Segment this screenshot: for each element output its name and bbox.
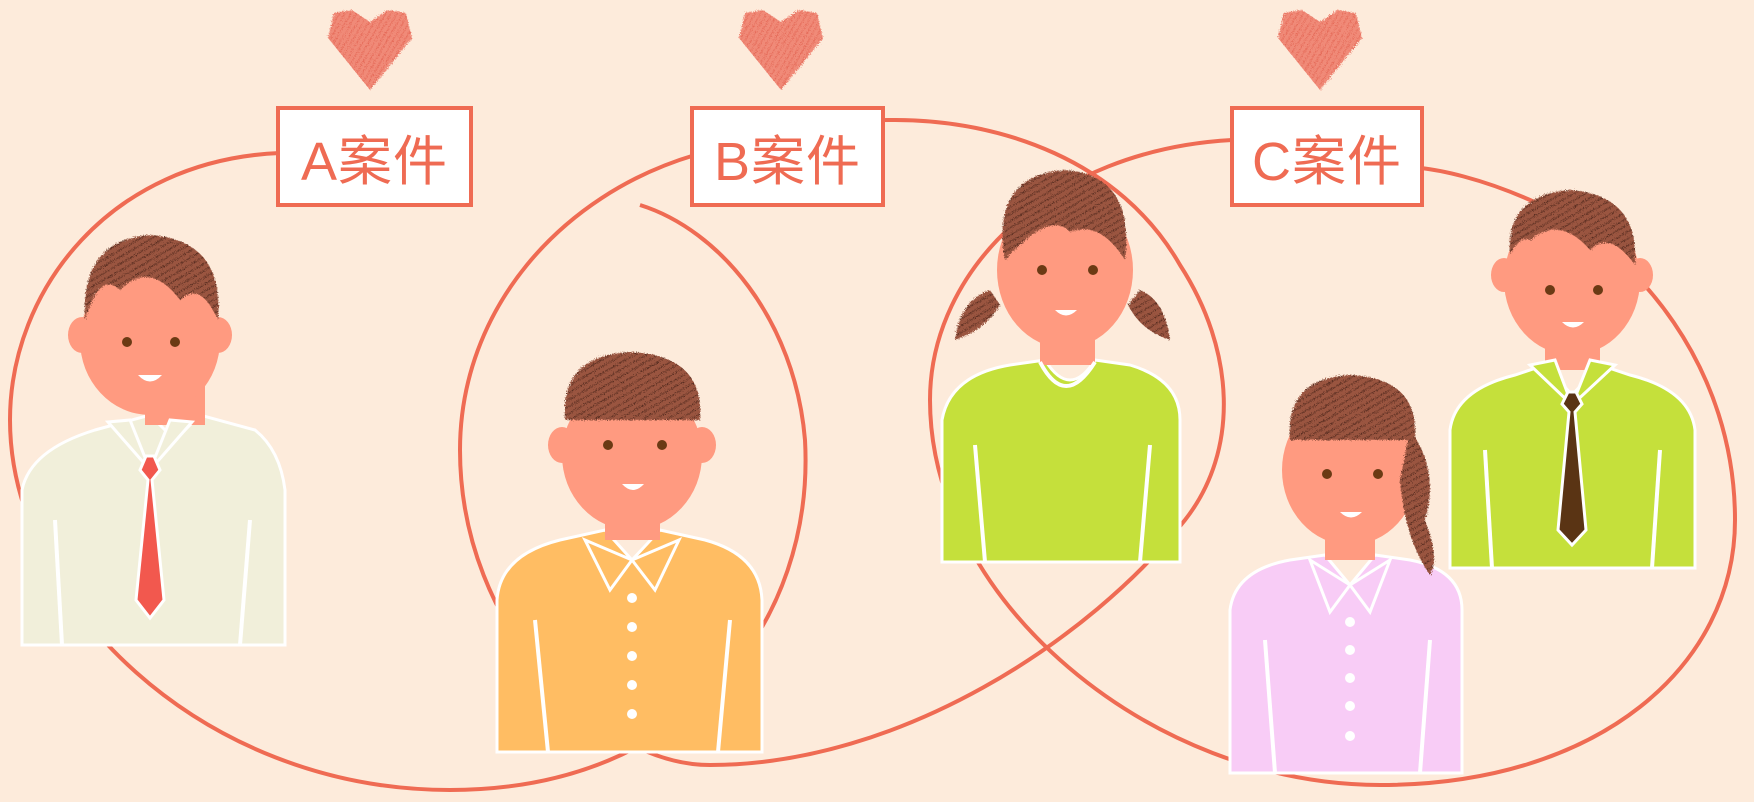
person-girl-green-shirt — [940, 170, 1182, 564]
group-a-label: A案件 — [276, 106, 473, 207]
group-a-label-text: A案件 — [300, 132, 449, 192]
heart-icon — [739, 10, 823, 90]
heart-icon — [1278, 10, 1362, 90]
group-b-label-text: B案件 — [713, 132, 862, 192]
hearts — [328, 10, 1362, 90]
group-b-label: B案件 — [690, 106, 885, 207]
group-b-circle-path — [457, 117, 1226, 768]
heart-icon — [328, 10, 412, 90]
group-c-label-text: C案件 — [1252, 132, 1402, 192]
group-a-circle — [7, 151, 808, 793]
person-woman-orange-blouse — [495, 352, 764, 754]
person-man-green-brown-tie — [1448, 190, 1697, 570]
person-woman-pink-blouse — [1228, 375, 1464, 775]
person-man-red-tie — [20, 235, 287, 647]
group-c-label: C案件 — [1230, 106, 1424, 207]
